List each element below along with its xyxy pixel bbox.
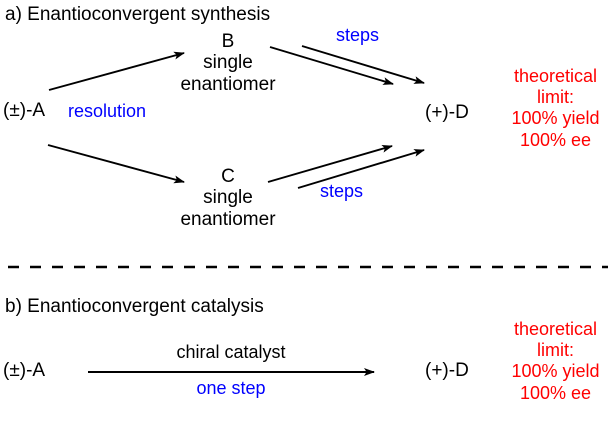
- panel-b-limit-line4: 100% ee: [519, 382, 592, 403]
- panel-a-limit-line1: theoretical: [513, 66, 598, 86]
- panel-b-start-material: (±)-A: [3, 360, 46, 381]
- panel-b-limit-line3: 100% yield: [511, 361, 600, 382]
- steps-label-bottom: steps: [320, 181, 364, 201]
- species-c-line3: enantiomer: [180, 208, 276, 230]
- panel-a-start-material: (±)-A: [3, 100, 46, 121]
- species-b-line3: enantiomer: [180, 73, 276, 95]
- arrow-b-to-d-1: [269, 46, 394, 85]
- panel-a-limit-line4: 100% ee: [519, 129, 592, 150]
- arrow-a-to-b: [48, 51, 185, 91]
- panel-b-limit-line2: limit:: [537, 340, 574, 361]
- resolution-label: resolution: [68, 101, 147, 121]
- panel-a-product: (+)-D: [425, 102, 469, 123]
- species-b-line2: single: [203, 52, 253, 74]
- steps-label-top: steps: [336, 25, 380, 45]
- panel-b-limit-line1: theoretical: [513, 319, 598, 339]
- panel-a-limit-line2: limit:: [537, 87, 574, 108]
- arrow-c-to-d-2: [297, 149, 425, 189]
- arrow-c-to-d-1: [267, 144, 393, 183]
- arrow-a-to-c: [47, 144, 185, 184]
- species-c-name: C: [221, 166, 235, 187]
- panel-b-limit-block: theoretical limit: 100% yield 100% ee: [498, 319, 613, 404]
- species-b-name: B: [221, 31, 235, 52]
- panel-b-product: (+)-D: [425, 360, 469, 381]
- chiral-catalyst-label: chiral catalyst: [176, 342, 286, 362]
- panel-a-title: a) Enantioconvergent synthesis: [5, 4, 271, 25]
- panel-b-title: b) Enantioconvergent catalysis: [5, 296, 264, 317]
- one-step-label: one step: [196, 378, 266, 398]
- species-b-group: B single enantiomer: [168, 31, 288, 95]
- species-c-group: C single enantiomer: [168, 166, 288, 230]
- arrow-b-to-d-2: [301, 45, 425, 84]
- species-c-line2: single: [203, 187, 253, 209]
- panel-a-limit-block: theoretical limit: 100% yield 100% ee: [498, 66, 613, 151]
- panel-a-limit-line3: 100% yield: [511, 108, 600, 129]
